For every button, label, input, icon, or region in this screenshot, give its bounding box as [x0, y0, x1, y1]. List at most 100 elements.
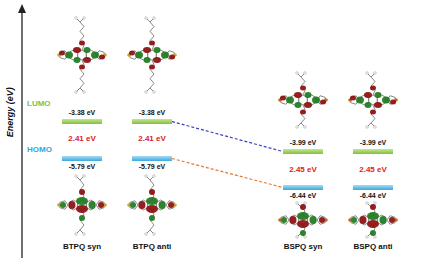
hydrogen-atom: [83, 17, 86, 20]
orbital-lobe: [320, 100, 326, 105]
orbital-lobe: [154, 47, 161, 53]
side-ring: [60, 201, 68, 210]
orbital-lobe: [390, 100, 396, 105]
hydrogen-atom: [296, 72, 299, 75]
orbital-lobe: [350, 96, 356, 101]
orbital-lobe: [84, 47, 91, 53]
orbital-lobe: [161, 52, 169, 59]
orbital-lobe: [65, 52, 73, 59]
hydrogen-atom: [304, 202, 307, 205]
energy-value: -5.79 eV: [69, 163, 95, 171]
orbital-lobe: [297, 212, 309, 220]
energy-level-bar: [132, 119, 172, 124]
orbital-lobe: [146, 197, 158, 205]
orbital-lobe: [380, 216, 387, 224]
orbital-lobe: [290, 216, 297, 224]
orbital-lobe: [76, 197, 88, 205]
orbital-lobe: [286, 97, 294, 104]
molecule-skeleton: [60, 176, 104, 234]
hydrogen-atom: [366, 72, 369, 75]
hydrogen-atom: [153, 91, 156, 94]
hydrogen-atom: [145, 17, 148, 20]
orbital-lobe: [144, 57, 151, 63]
alkyl-chain: [371, 105, 375, 123]
orbital-lobe: [79, 215, 85, 221]
side-ring: [387, 216, 395, 225]
orbital-lobe: [129, 51, 135, 56]
hydrogen-atom: [366, 126, 369, 129]
orbital-lobe: [305, 92, 312, 98]
orbital-lobe: [294, 92, 302, 98]
orbital-lobe: [73, 47, 81, 53]
compound-name: BSPQ anti: [353, 242, 392, 251]
hydrogen-atom: [304, 72, 307, 75]
orbital-lobe: [60, 202, 66, 208]
hydrogen-atom: [75, 233, 78, 236]
orbital-picture: [348, 72, 398, 129]
orbital-lobe: [130, 202, 136, 208]
gap-value: 2.45 eV: [289, 165, 317, 174]
energy-value: -3.99 eV: [360, 139, 386, 147]
orbital-lobe: [300, 86, 306, 91]
orbital-lobe: [74, 57, 81, 63]
hydrogen-atom: [145, 233, 148, 236]
orbital-lobe: [143, 47, 151, 53]
compound-name: BTPQ syn: [63, 242, 101, 251]
gap-value: 2.41 eV: [138, 134, 166, 143]
hydrogen-atom: [145, 175, 148, 178]
energy-level: -6.44 eV: [283, 183, 323, 200]
orbital-lobe: [319, 217, 325, 223]
orbital-lobe: [370, 110, 376, 115]
molecule-skeleton: [130, 176, 174, 234]
orbital-lobe: [297, 220, 309, 228]
orbital-lobe: [365, 102, 372, 108]
orbital-lobe: [149, 215, 155, 221]
orbital-picture: [127, 175, 177, 236]
orbital-lobe: [79, 41, 85, 46]
energy-axis: [21, 12, 22, 258]
molecule-skeleton: [281, 203, 325, 237]
energy-level-bar: [132, 156, 172, 161]
side-ring: [317, 216, 325, 225]
energy-level-bar: [353, 185, 393, 190]
orbital-picture: [127, 17, 177, 94]
hydrogen-atom: [75, 91, 78, 94]
side-ring: [281, 216, 289, 225]
hydrogen-atom: [304, 236, 307, 239]
energy-level: -3.38 eV: [62, 109, 102, 126]
hydrogen-atom: [296, 126, 299, 129]
side-ring: [96, 201, 104, 210]
orbital-lobe: [295, 102, 302, 108]
orbital-lobe: [364, 92, 372, 98]
orbital-lobe: [281, 217, 287, 223]
orbital-lobe: [370, 86, 376, 91]
orbital-lobe: [146, 205, 158, 213]
orbital-picture: [57, 17, 107, 94]
orbital-lobe: [300, 110, 306, 115]
orbital-lobe: [98, 202, 104, 208]
orbital-lobe: [367, 212, 379, 220]
orbital-lobe: [310, 216, 317, 224]
orbital-lobe: [300, 204, 306, 210]
energy-level: -5.79 eV: [132, 154, 172, 171]
orbital-lobe: [83, 57, 91, 63]
orbital-lobe: [91, 52, 99, 59]
energy-level-bar: [283, 185, 323, 190]
orbital-picture: [278, 72, 328, 129]
orbital-picture: [348, 202, 398, 239]
energy-value: -3.99 eV: [290, 139, 316, 147]
hydrogen-atom: [374, 202, 377, 205]
hydrogen-atom: [296, 202, 299, 205]
alkyl-chain: [80, 60, 84, 88]
alkyl-chain: [150, 60, 154, 88]
hydrogen-atom: [75, 175, 78, 178]
gap-value: 2.45 eV: [359, 165, 387, 174]
side-ring: [166, 201, 174, 210]
hydrogen-atom: [83, 175, 86, 178]
alkyl-chain: [301, 105, 305, 123]
energy-value: -6.44 eV: [360, 192, 386, 200]
orbital-lobe: [149, 189, 155, 195]
hydrogen-atom: [153, 175, 156, 178]
alkyl-chain: [301, 77, 305, 95]
